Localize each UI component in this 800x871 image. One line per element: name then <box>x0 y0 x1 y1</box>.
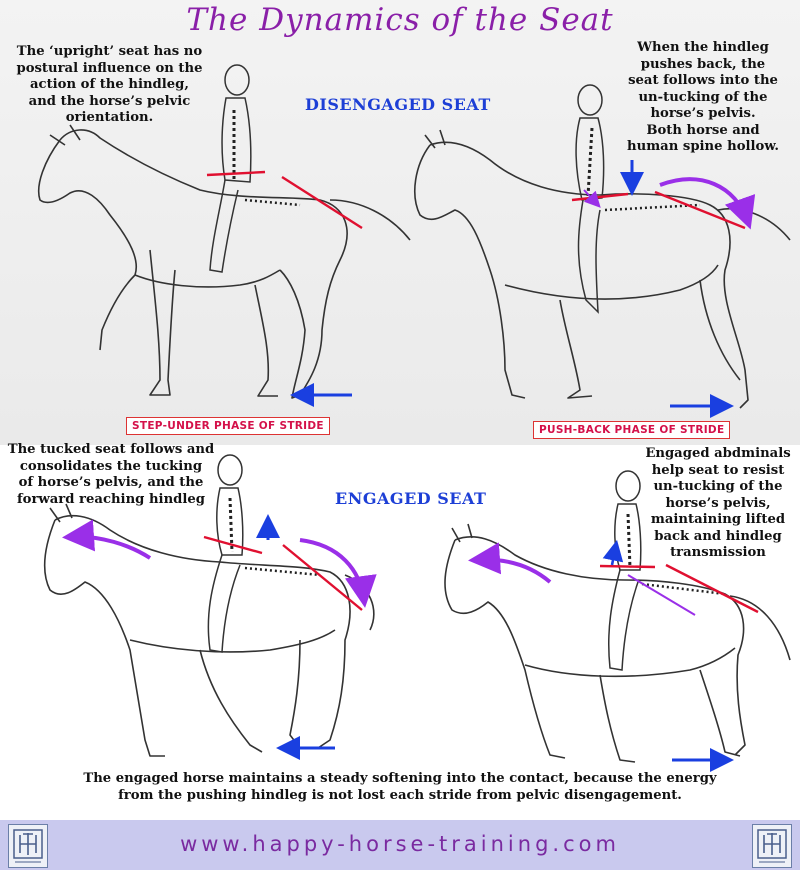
pelvis-line <box>281 175 363 230</box>
note-line: and the horse’s pelvic <box>28 93 191 109</box>
note-line: maintaining lifted <box>650 512 786 527</box>
note-line: seat follows into the <box>628 73 778 88</box>
note-line: Both horse and <box>646 122 760 138</box>
note-line: from the pushing hindleg is not lost eac… <box>118 787 682 803</box>
rider-upright <box>209 64 252 273</box>
heading-disengaged-seat: DISENGAGED SEAT <box>305 95 491 114</box>
note-line: postural influence on the <box>16 60 203 76</box>
arrow-curved-neck <box>468 542 552 584</box>
note-line: un-tucking of the <box>653 479 783 494</box>
logo-right <box>752 824 792 868</box>
note-engaged-abdominals: Engaged abdminals help seat to resist un… <box>638 446 798 562</box>
note-line: pushes back, the <box>640 56 766 72</box>
logo-left <box>8 824 48 868</box>
note-upright-seat: The ‘upright’ seat has no postural influ… <box>12 44 207 127</box>
note-tucked-seat: The tucked seat follows and consolidates… <box>2 442 220 508</box>
note-line: human spine hollow. <box>627 139 779 154</box>
arrow-curved-neck <box>62 519 152 560</box>
note-line: of horse’s pelvis, and the <box>18 475 204 490</box>
note-line: Engaged abdminals <box>645 446 791 461</box>
pelvis-line <box>206 170 266 177</box>
upper-panel <box>0 0 800 445</box>
logo-mark-icon <box>757 829 787 863</box>
heading-engaged-seat: ENGAGED SEAT <box>335 489 487 508</box>
footer-url: www.happy-horse-training.com <box>180 832 620 856</box>
note-line: help seat to resist <box>651 462 785 478</box>
spine-sketch <box>641 582 726 596</box>
pelvis-line <box>665 563 759 614</box>
phase-label-step-under: STEP-UNDER PHASE OF STRIDE <box>126 417 330 435</box>
note-line: transmission <box>670 545 766 560</box>
arrow-small-purple <box>583 189 601 208</box>
pelvis-line-purple <box>627 574 696 616</box>
note-line: horse’s pelvis. <box>650 106 756 121</box>
spine-sketch <box>244 198 301 207</box>
pelvis-line <box>203 535 263 555</box>
note-line: un-tucking of the <box>638 89 768 105</box>
horse-sketch-disengaged-push-back <box>414 129 791 409</box>
lower-panel <box>0 445 800 820</box>
phase-label-push-back: PUSH-BACK PHASE OF STRIDE <box>533 421 731 439</box>
note-line: When the hindleg <box>637 40 769 55</box>
note-line: horse’s pelvis, <box>665 495 771 511</box>
note-hindleg-push: When the hindleg pushes back, the seat f… <box>612 40 794 156</box>
note-line: The ‘upright’ seat has no <box>16 44 203 59</box>
logo-mark-icon <box>13 829 43 863</box>
note-line: action of the hindleg, <box>30 77 189 92</box>
spine-sketch <box>604 203 701 212</box>
horse-sketch-engaged-tucked <box>43 503 375 757</box>
note-line: back and hindleg <box>654 528 782 544</box>
note-bottom-summary: The engaged horse maintains a steady sof… <box>40 771 760 804</box>
arrow-up <box>602 539 624 566</box>
page-title: The Dynamics of the Seat <box>186 2 614 38</box>
rider-engaged <box>607 470 642 671</box>
footer-bar <box>0 820 800 870</box>
note-line: forward reaching hindleg <box>16 491 205 507</box>
pelvis-line <box>599 564 656 569</box>
arrow-curved-hind <box>299 538 377 608</box>
note-line: consolidates the tucking <box>19 458 203 474</box>
horse-illustrations <box>37 64 791 772</box>
arrow-curved-back <box>659 177 756 230</box>
horse-sketch-disengaged-step-under <box>37 124 411 399</box>
note-line: The tucked seat follows and <box>7 442 215 457</box>
rider-tucked <box>207 454 244 653</box>
note-line: The engaged horse maintains a steady sof… <box>83 771 717 786</box>
note-line: orientation. <box>65 110 154 125</box>
